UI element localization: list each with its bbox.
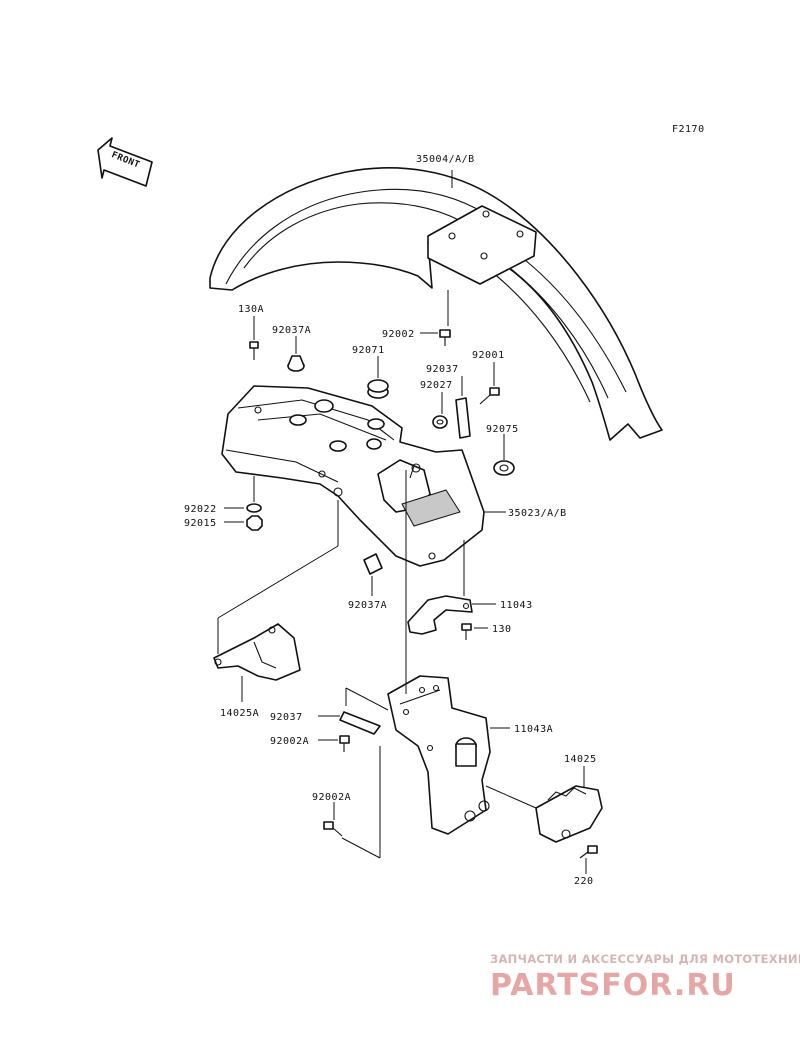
label-bracket-14025a: 14025A (220, 708, 259, 719)
washer-92022 (246, 503, 262, 513)
bolt-130a (249, 341, 259, 360)
bolt-92002 (439, 329, 451, 346)
watermark-brand[interactable]: PARTSFOR.RU (490, 968, 736, 1003)
label-nut-92015: 92015 (184, 518, 217, 529)
clip-92037-lower (339, 711, 381, 735)
bracket-14025 (535, 785, 603, 843)
bolt-92001 (479, 387, 500, 405)
diagram-code: F2170 (672, 124, 705, 135)
label-damper-92071: 92071 (352, 345, 385, 356)
label-bolt-92001: 92001 (472, 350, 505, 361)
label-clip-92037: 92037 (426, 364, 459, 375)
label-bracket-11043: 11043 (500, 600, 533, 611)
watermark-tagline: ЗАПЧАСТИ И АКСЕССУАРЫ ДЛЯ МОТОТЕХНИКИ (490, 952, 800, 966)
label-bolt-92002a-lower: 92002A (312, 792, 351, 803)
label-rear-fender: 35023/A/B (508, 508, 567, 519)
label-bracket-14025: 14025 (564, 754, 597, 765)
bracket-11043a (387, 675, 491, 835)
front-arrow-icon: FRONT (97, 137, 153, 187)
label-bolt-130a: 130A (238, 304, 264, 315)
label-bracket-11043a: 11043A (514, 724, 553, 735)
bolt-130 (461, 623, 472, 640)
label-bolt-92002a-upper: 92002A (270, 736, 309, 747)
label-grommet-92075: 92075 (486, 424, 519, 435)
grommet-92075 (493, 460, 515, 476)
label-front-fender: 35004/A/B (416, 154, 475, 165)
bolt-92002a-lower (323, 821, 343, 837)
label-grommet-92027: 92027 (420, 380, 453, 391)
label-damper-92037a-mid: 92037A (348, 600, 387, 611)
label-bolt-220: 220 (574, 876, 594, 887)
front-fender (209, 167, 663, 441)
bracket-14025a (213, 623, 301, 681)
label-damper-92037a-top: 92037A (272, 325, 311, 336)
damper-92071 (367, 379, 389, 399)
clip-92037 (455, 397, 471, 439)
nut-92015 (246, 515, 263, 531)
label-washer-92022: 92022 (184, 504, 217, 515)
damper-92037a-top (287, 355, 305, 372)
label-clip-92037-lower: 92037 (270, 712, 303, 723)
bolt-92002a-upper (339, 735, 350, 752)
rear-fender (221, 385, 485, 567)
label-bolt-92002: 92002 (382, 329, 415, 340)
label-bolt-130: 130 (492, 624, 512, 635)
bracket-11043 (407, 595, 473, 635)
bolt-220 (579, 845, 598, 859)
damper-92037a-mid (363, 553, 383, 575)
grommet-92027 (432, 415, 448, 429)
